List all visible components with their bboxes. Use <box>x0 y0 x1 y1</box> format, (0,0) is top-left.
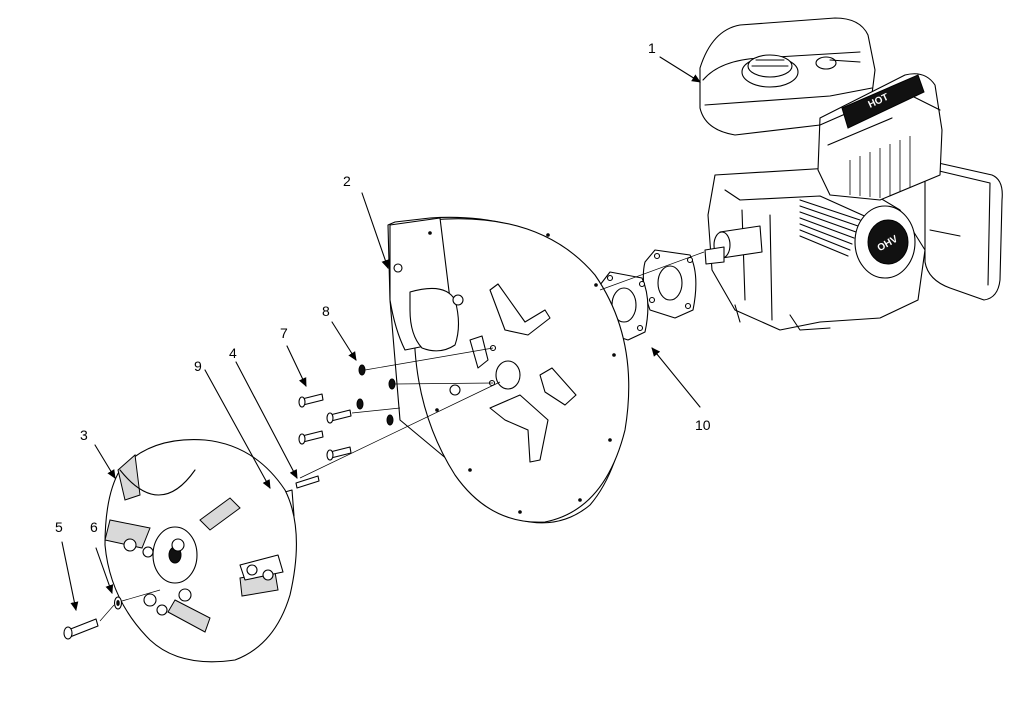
callout-numbers: 1 2 3 4 5 6 7 8 9 10 <box>55 40 711 535</box>
callout-8: 8 <box>322 303 330 319</box>
callout-leaders <box>61 56 701 611</box>
impeller-disc <box>104 439 297 663</box>
callout-5: 5 <box>55 519 63 535</box>
callout-10: 10 <box>695 417 711 433</box>
callout-4: 4 <box>229 345 237 361</box>
mounting-plate <box>387 216 630 524</box>
callout-6: 6 <box>90 519 98 535</box>
plate-washers <box>356 364 396 426</box>
callout-9: 9 <box>194 358 202 374</box>
adapter-flanges <box>598 249 697 341</box>
plate-bolts <box>298 393 352 461</box>
cylinder-fins <box>799 199 861 257</box>
callout-1: 1 <box>648 40 656 56</box>
callout-2: 2 <box>343 173 351 189</box>
callout-3: 3 <box>80 427 88 443</box>
shaft-key <box>295 475 320 489</box>
engine: HOT OHV <box>699 17 1003 331</box>
callout-7: 7 <box>280 325 288 341</box>
impeller-bolt <box>63 618 99 640</box>
impeller-washer <box>113 596 123 610</box>
